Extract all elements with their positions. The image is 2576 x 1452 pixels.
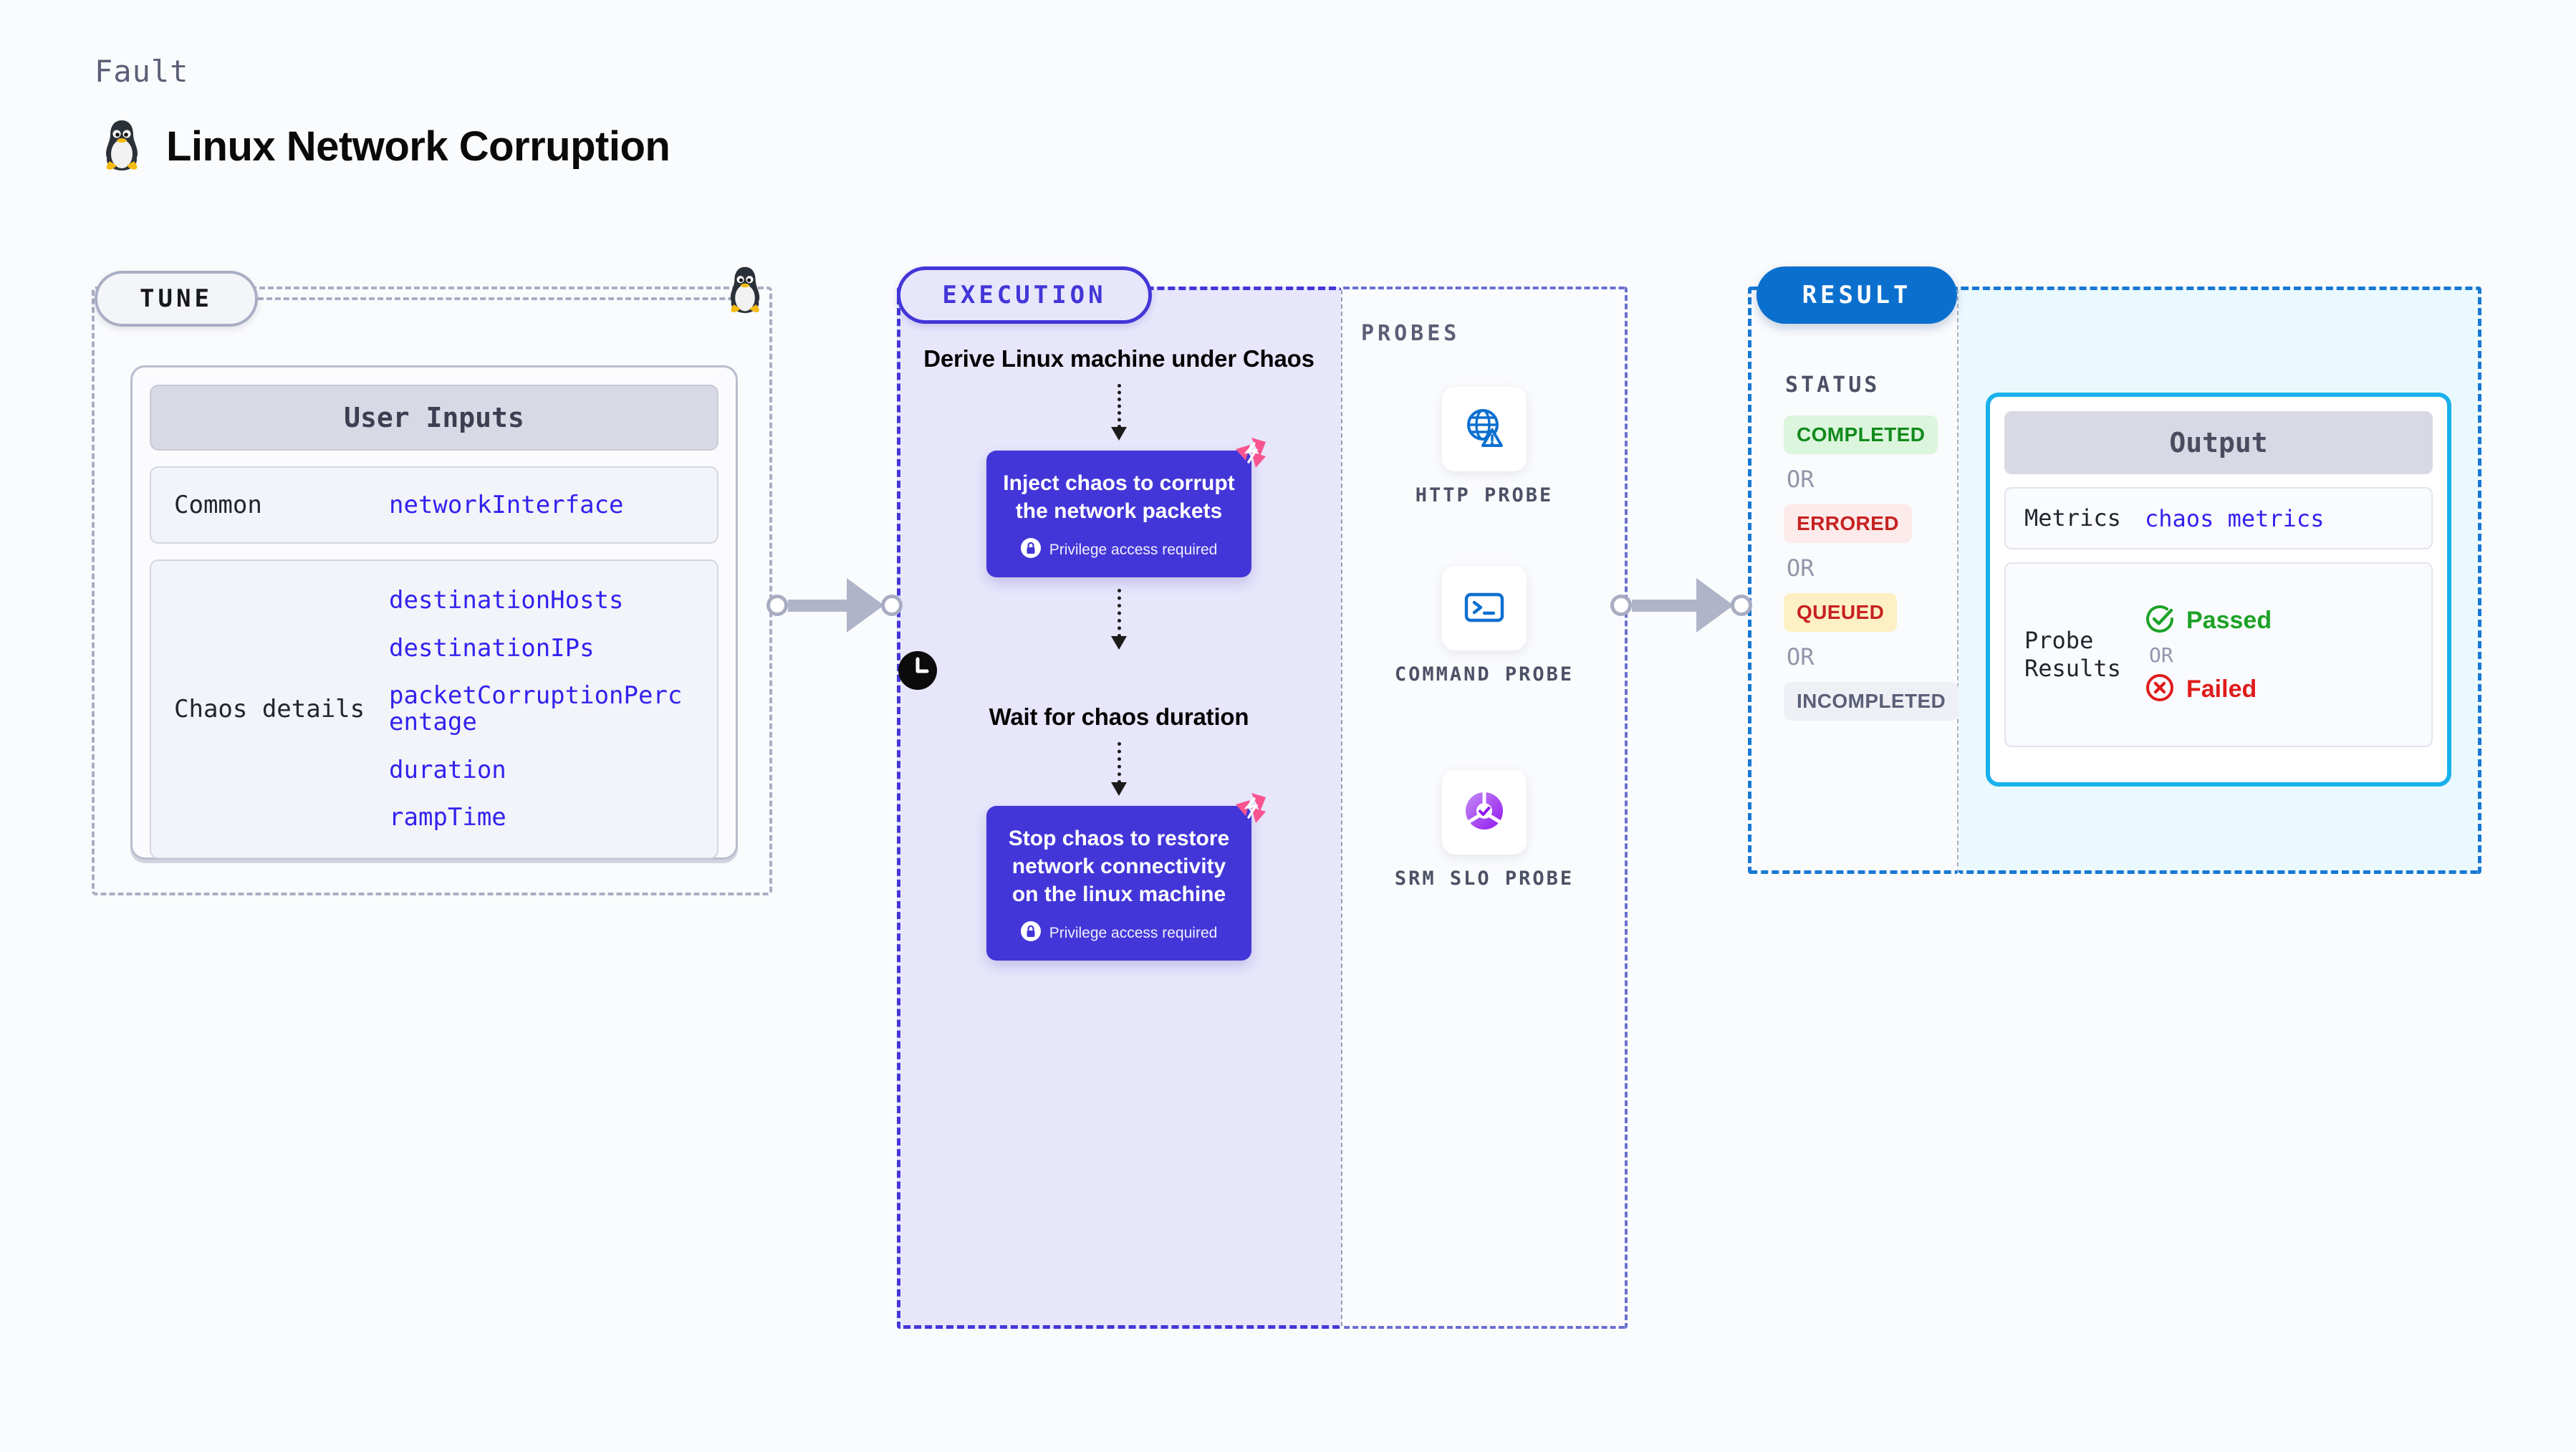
probe-http[interactable]: HTTP PROBE <box>1341 387 1628 509</box>
fault-kicker: Fault <box>95 54 189 89</box>
param-value[interactable]: destinationIPs <box>389 633 595 663</box>
connector-dot <box>1610 595 1632 616</box>
execution-node-stop[interactable]: Stop chaos to restore network connectivi… <box>986 793 1266 961</box>
slo-donut-check-icon <box>1461 787 1508 838</box>
connector-shaft <box>1632 599 1698 612</box>
probe-command[interactable]: COMMAND PROBE <box>1341 566 1628 688</box>
output-header: Output <box>2004 411 2433 474</box>
result-status-panel <box>1748 287 1959 874</box>
flow-arrow-icon <box>897 742 1341 797</box>
node-title: Inject chaos to corrupt the network pack… <box>1003 471 1235 524</box>
result-pill[interactable]: RESULT <box>1756 266 1957 324</box>
user-inputs-card: User Inputs Common networkInterface Chao… <box>130 365 738 860</box>
tune-dashed-connector <box>258 297 759 300</box>
row-label: Probe Results <box>2024 627 2121 683</box>
privilege-text: Privilege access required <box>1049 924 1218 941</box>
flow-step-label: Derive Linux machine under Chaos <box>923 345 1315 372</box>
param-value[interactable]: packetCorruptionPercentage <box>389 681 683 736</box>
or-label: OR <box>1787 643 1815 670</box>
probe-label: SRM SLO PROBE <box>1394 867 1575 890</box>
output-card: Output Metrics chaos metrics Probe Resul… <box>1986 393 2451 787</box>
harness-logo-icon <box>1230 435 1267 476</box>
status-title: STATUS <box>1785 372 1880 398</box>
terminal-icon <box>1461 583 1508 634</box>
status-badge: QUEUED <box>1784 593 1898 632</box>
probe-srm-slo[interactable]: SRM SLO PROBE <box>1341 770 1628 892</box>
lock-icon <box>1020 538 1041 562</box>
status-list: COMPLETED OR ERRORED OR QUEUED OR INCOMP… <box>1784 415 1963 721</box>
param-value[interactable]: destinationHosts <box>389 585 624 615</box>
harness-logo-icon <box>1230 790 1267 831</box>
arrow-head-icon <box>847 578 884 633</box>
status-badge: ERRORED <box>1784 504 1912 543</box>
flow-arrow-icon <box>897 384 1341 441</box>
page-title: Linux Network Corruption <box>100 118 671 175</box>
row-values: networkInterface <box>389 490 624 519</box>
row-label: Metrics <box>2024 504 2121 532</box>
probe-tile[interactable] <box>1442 770 1527 855</box>
connector-dot <box>881 595 903 616</box>
table-row: Chaos details destinationHosts destinati… <box>150 559 719 859</box>
or-label: OR <box>1787 554 1815 582</box>
probe-tile[interactable] <box>1442 566 1527 650</box>
param-value[interactable]: rampTime <box>389 803 506 832</box>
tux-penguin-icon <box>725 265 765 317</box>
execution-node-inject[interactable]: Inject chaos to corrupt the network pack… <box>986 438 1266 578</box>
metrics-value[interactable]: chaos metrics <box>2145 504 2325 532</box>
arrow-tune-to-execution <box>766 578 903 633</box>
connector-dot <box>1731 595 1752 616</box>
probe-label: HTTP PROBE <box>1415 484 1554 506</box>
globe-warning-icon <box>1461 404 1508 455</box>
flow-arrow-icon <box>897 589 1341 650</box>
lock-icon <box>1020 921 1041 945</box>
probe-result-passed: Passed <box>2145 604 2272 638</box>
failed-label: Failed <box>2186 675 2257 703</box>
flow-step-label: Wait for chaos duration <box>989 703 1249 731</box>
privilege-text: Privilege access required <box>1049 541 1218 558</box>
table-row: Probe Results Passed OR <box>2004 562 2433 748</box>
x-circle-icon <box>2145 673 2175 706</box>
user-inputs-header: User Inputs <box>150 385 719 451</box>
connector-shaft <box>788 599 848 612</box>
passed-label: Passed <box>2186 606 2272 634</box>
table-row: Metrics chaos metrics <box>2004 487 2433 550</box>
or-label: OR <box>2149 643 2173 667</box>
row-label: Chaos details <box>174 694 365 723</box>
tune-panel <box>92 287 772 895</box>
status-badge: INCOMPLETED <box>1784 682 1959 721</box>
row-label: Common <box>174 490 262 519</box>
tune-pill[interactable]: TUNE <box>95 271 258 327</box>
probe-tile[interactable] <box>1442 387 1527 471</box>
param-value[interactable]: duration <box>389 755 506 784</box>
probes-title: PROBES <box>1361 321 1461 346</box>
status-badge: COMPLETED <box>1784 415 1938 454</box>
privilege-note: Privilege access required <box>1002 921 1236 945</box>
probe-label: COMMAND PROBE <box>1394 663 1575 686</box>
connector-dot <box>766 595 788 616</box>
tux-penguin-icon <box>100 118 143 175</box>
param-value[interactable]: networkInterface <box>389 490 624 519</box>
node-title: Stop chaos to restore network connectivi… <box>1008 827 1230 907</box>
table-row: Common networkInterface <box>150 466 719 544</box>
execution-flow: Derive Linux machine under Chaos Inject … <box>897 344 1341 961</box>
arrow-head-icon <box>1696 578 1734 633</box>
or-label: OR <box>1787 466 1815 493</box>
row-values: destinationHosts destinationIPs packetCo… <box>389 587 696 831</box>
execution-pill[interactable]: EXECUTION <box>897 266 1152 324</box>
arrow-probes-to-result <box>1610 578 1752 633</box>
probe-results: Passed OR Failed <box>2145 604 2272 706</box>
clock-icon <box>897 650 1341 695</box>
page-title-text: Linux Network Corruption <box>166 123 671 170</box>
probe-result-failed: Failed <box>2145 673 2272 706</box>
check-circle-icon <box>2145 604 2175 638</box>
privilege-note: Privilege access required <box>1002 538 1236 562</box>
